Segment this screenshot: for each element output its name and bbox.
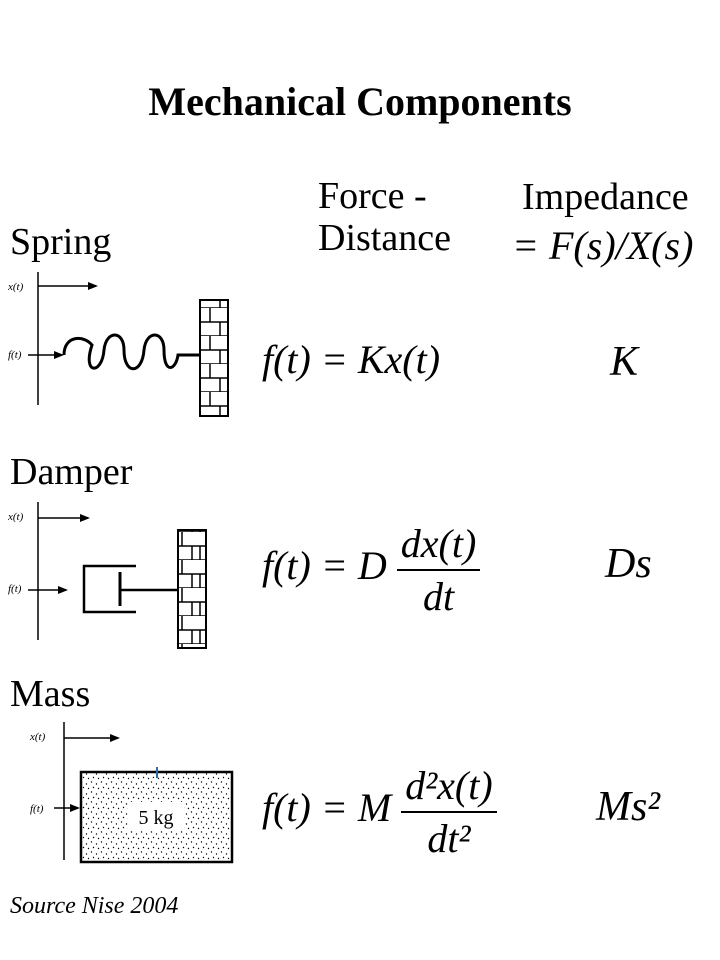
damper-cylinder — [82, 564, 136, 614]
mass-numerator: d²x(t) — [401, 762, 497, 813]
spring-x-arrowhead — [88, 282, 98, 290]
impedance-header: Impedance — [522, 176, 689, 218]
force-header-line2: Distance — [318, 217, 451, 259]
mass-equation: f(t) = M d²x(t) dt² — [262, 762, 497, 862]
mass-value-label: 5 kg — [139, 807, 174, 829]
mass-equation-lhs: f(t) = M — [262, 785, 392, 831]
mass-label: Mass — [10, 673, 91, 715]
mass-x-arrowhead — [110, 734, 120, 742]
force-header-line1: Force - — [318, 175, 427, 217]
damper-label: Damper — [10, 451, 133, 493]
damper-numerator: dx(t) — [396, 520, 481, 571]
damper-denominator: dt — [422, 574, 455, 619]
spring-x-label: x(t) — [7, 281, 24, 293]
damper-f-label: f(t) — [8, 583, 22, 595]
mass-x-label: x(t) — [29, 731, 46, 743]
damper-fraction: dx(t) dt — [396, 520, 481, 620]
impedance-definition: = F(s)/X(s) — [512, 223, 694, 268]
spring-coil — [62, 333, 200, 371]
mass-denominator: dt² — [427, 816, 471, 861]
spring-diagram: x(t) f(t) — [7, 272, 229, 417]
source-citation: Source Nise 2004 — [10, 893, 179, 919]
damper-x-arrowhead — [80, 514, 90, 522]
spring-impedance: K — [610, 339, 639, 385]
spring-label: Spring — [10, 221, 112, 263]
spring-wall — [199, 299, 229, 417]
damper-diagram: x(t) f(t) — [7, 502, 207, 649]
damper-f-arrowhead — [58, 586, 68, 594]
damper-impedance: Ds — [605, 541, 652, 587]
mass-fraction: d²x(t) dt² — [401, 762, 497, 862]
damper-equation-lhs: f(t) = D — [262, 543, 387, 589]
mass-impedance: Ms² — [596, 784, 660, 830]
force-distance-header: Force - Distance — [318, 175, 451, 259]
damper-wall — [177, 529, 207, 649]
spring-f-label: f(t) — [8, 349, 22, 361]
mass-f-arrowhead — [70, 804, 80, 812]
mass-label-bg — [128, 802, 184, 830]
mass-f-label: f(t) — [30, 803, 44, 815]
damper-x-label: x(t) — [7, 511, 24, 523]
page-title: Mechanical Components — [148, 79, 572, 124]
spring-f-arrowhead — [54, 351, 64, 359]
spring-equation: f(t) = Kx(t) — [262, 337, 441, 382]
mass-diagram: x(t) f(t) 5 kg — [29, 722, 234, 864]
damper-equation: f(t) = D dx(t) dt — [262, 520, 481, 620]
